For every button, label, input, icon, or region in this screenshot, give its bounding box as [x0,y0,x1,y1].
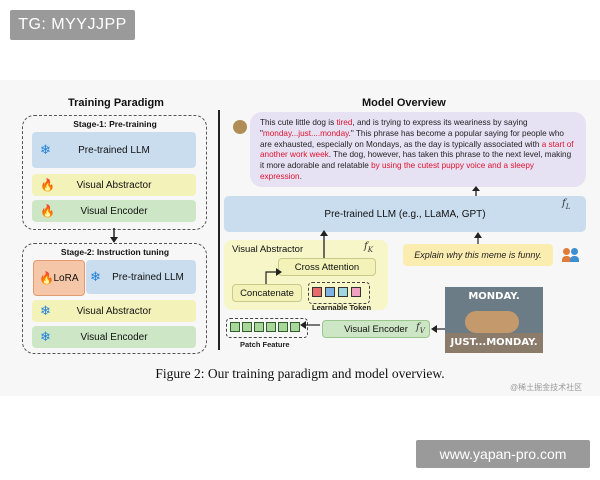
stage1-encoder-label: Visual Encoder [80,205,148,217]
stage2-abstractor-label: Visual Abstractor [76,305,152,317]
stage2-encoder-label: Visual Encoder [80,331,148,343]
learnable-token-group [308,282,370,304]
owl-icon [233,120,247,134]
response-text: ." This phrase has become a popular sayi… [260,128,564,149]
fire-icon: 🔥 [40,178,55,192]
meme-bottom-text: JUST...MONDAY. [450,337,538,348]
dog-shape [465,311,519,333]
stage2-encoder: ❄ Visual Encoder [32,326,196,348]
llm-symbol: fL [562,198,571,211]
stage1-llm: ❄ Pre-trained LLM [32,132,196,168]
figure-caption: Figure 2: Our training paradigm and mode… [155,366,445,381]
patch-token [266,322,276,332]
response-bubble: This cute little dog is tired, and is tr… [250,112,586,187]
learnable-token [338,287,348,297]
response-text: . The dog, however, has taken this phras… [260,150,572,171]
stage2-llm: ❄ Pre-trained LLM [86,260,196,294]
fire-icon: 🔥 [40,204,55,218]
stage2-box [22,243,207,354]
stage2-label: Stage-2: Instruction tuning [60,247,170,257]
learnable-token [325,287,335,297]
users-icon [562,246,580,264]
stage1-abstractor-label: Visual Abstractor [76,179,152,191]
stage1-label: Stage-1: Pre-training [73,119,157,129]
snowflake-icon: ❄ [90,269,101,284]
visual-encoder-box: Visual Encoder [322,320,430,338]
concatenate-box: Concatenate [232,284,302,302]
patch-token [278,322,288,332]
stage2-abstractor: ❄ Visual Abstractor [32,300,196,322]
snowflake-icon: ❄ [40,303,51,318]
meme-top-text: MONDAY. [468,291,520,302]
watermark: @稀土掘金技术社区 [510,383,583,392]
meme-image: MONDAY. JUST...MONDAY. [445,287,543,353]
response-text: , and is trying to express its weariness… [260,118,528,138]
stage1-abstractor: 🔥 Visual Abstractor [32,174,196,196]
overview-title: Model Overview [362,97,446,109]
patch-token [242,322,252,332]
response-highlight: tired [336,118,353,127]
response-highlight: monday...just....monday [262,128,349,138]
encoder-symbol: fV [416,322,425,335]
patch-feature-group [226,318,308,338]
snowflake-icon: ❄ [40,329,51,344]
snowflake-icon: ❄ [40,142,51,157]
overview-llm: Pre-trained LLM (e.g., LLaMA, GPT) [224,196,586,232]
patch-feature-label: Patch Feature [240,340,290,349]
patch-features [230,322,302,332]
learnable-token [312,287,322,297]
floor-shape [445,333,543,353]
response-highlight: a start of another work week [260,139,574,160]
bottom-url: www.yapan-pro.com [416,440,590,468]
stage-arrow [110,228,118,243]
fire-icon: 🔥 [39,271,54,285]
up-arrow [320,230,328,260]
learnable-tokens [312,287,364,297]
response-text: . [299,171,302,181]
encoder-to-patch-arrow [300,321,320,329]
stage1-encoder: 🔥 Visual Encoder [32,200,196,222]
up-arrow [472,186,480,197]
concat-arrow [265,268,282,284]
top-tag: TG: MYYJJPP [10,10,135,40]
lora-box: 🔥 LoRA [33,260,85,296]
patch-token [230,322,240,332]
overview-llm-label: Pre-trained LLM (e.g., LLaMA, GPT) [324,208,486,220]
panel-divider [218,110,220,350]
image-to-encoder-arrow [431,325,446,333]
patch-token [290,322,300,332]
response-highlight: by using the cutest puppy voice and a sl… [260,161,535,181]
stage1-llm-label: Pre-trained LLM [78,144,150,156]
response-text: This cute little dog is [260,118,337,127]
stage2-llm-label: Pre-trained LLM [112,271,184,283]
abstractor-symbol: fK [364,241,373,254]
prompt-box: Explain why this meme is funny. [403,244,553,266]
training-title: Training Paradigm [68,97,164,109]
learnable-token-label: Learnable Token [312,303,372,312]
abstractor-label: Visual Abstractor [232,244,304,255]
cross-attention-box: Cross Attention [278,258,376,276]
learnable-token [351,287,361,297]
patch-token [254,322,264,332]
lora-label: LoRA [53,272,79,284]
